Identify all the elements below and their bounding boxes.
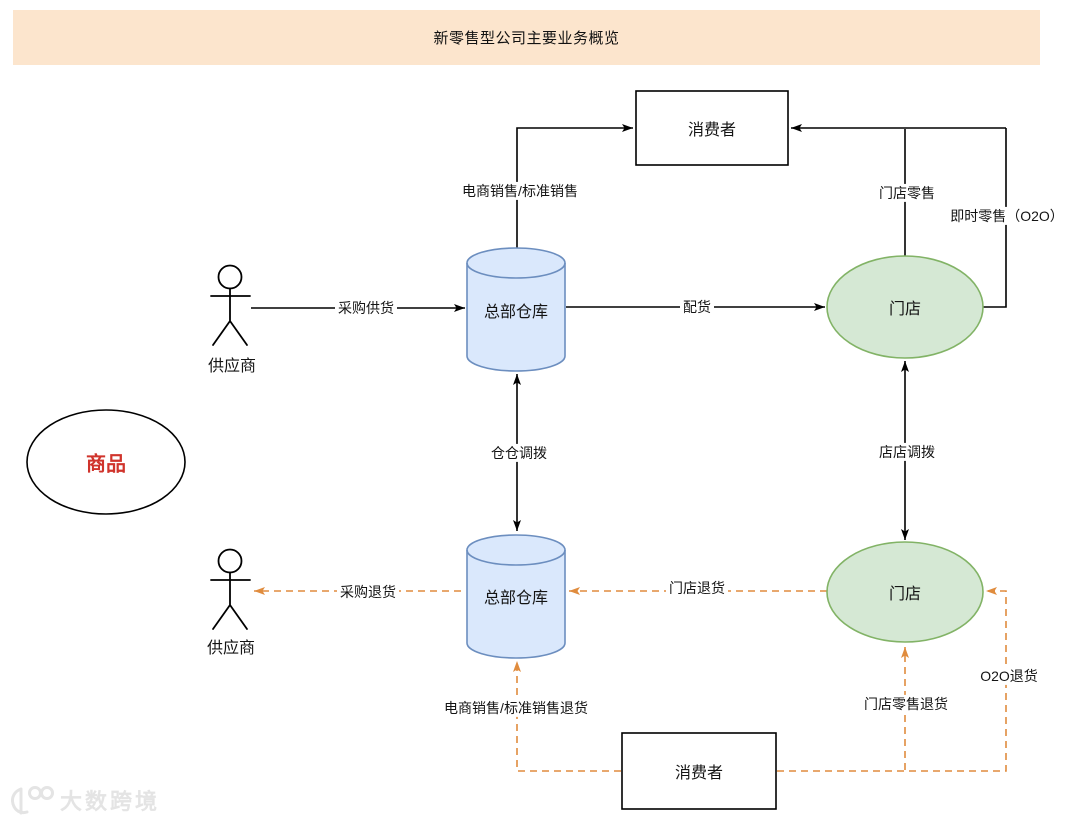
edge-store-retail-label: 门店零售 xyxy=(876,183,938,203)
diagram-title: 新零售型公司主要业务概览 xyxy=(433,30,620,47)
actor-supplier-bottom-label: 供应商 xyxy=(206,640,256,657)
edge-store-transfer-label: 店店调拨 xyxy=(876,442,938,462)
diagram-title-bar: 新零售型公司主要业务概览 xyxy=(13,10,1040,65)
node-consumer-top xyxy=(635,90,789,166)
node-warehouse-bottom-label: 总部仓库 xyxy=(483,590,549,607)
node-warehouse-top-label: 总部仓库 xyxy=(483,304,549,321)
actor-supplier-bottom xyxy=(210,548,251,630)
node-consumer-bottom-label: 消费者 xyxy=(674,765,724,782)
node-goods xyxy=(26,409,186,515)
edge-purchase-return-label: 采购退货 xyxy=(337,582,399,602)
node-consumer-top-label: 消费者 xyxy=(687,122,737,139)
node-consumer-bottom xyxy=(621,732,777,810)
node-store-top-label: 门店 xyxy=(888,301,922,318)
edge-o2o-return-label: O2O退货 xyxy=(977,666,1041,686)
node-warehouse-top xyxy=(466,247,566,372)
edge-ecommerce-sale-label: 电商销售/标准销售 xyxy=(459,181,581,201)
node-goods-label: 商品 xyxy=(86,453,126,476)
node-store-top xyxy=(826,255,984,359)
edge-ecommerce-sale-line xyxy=(516,124,633,249)
edge-delivery-label: 配货 xyxy=(680,297,714,317)
edge-ecommerce-return-label: 电商销售/标准销售退货 xyxy=(441,698,591,718)
watermark-text: 大数跨境 xyxy=(60,789,161,814)
watermark-logo-icon xyxy=(11,786,54,815)
edge-warehouse-transfer-label: 仓仓调拨 xyxy=(488,443,550,463)
actor-supplier-top xyxy=(210,264,251,346)
node-warehouse-bottom xyxy=(466,534,566,659)
edge-store-return-label: 门店退货 xyxy=(666,578,728,598)
node-store-bottom-label: 门店 xyxy=(888,586,922,603)
node-store-bottom xyxy=(826,541,984,643)
watermark: 大数跨境 xyxy=(8,782,160,818)
edge-instant-retail-o2o-label: 即时零售（O2O） xyxy=(947,206,1067,226)
edge-purchase-supply-label: 采购供货 xyxy=(335,298,397,318)
actor-supplier-top-label: 供应商 xyxy=(207,358,257,375)
edge-instant-retail-o2o-line xyxy=(982,128,1007,308)
edge-store-retail-return-label: 门店零售退货 xyxy=(861,694,951,714)
